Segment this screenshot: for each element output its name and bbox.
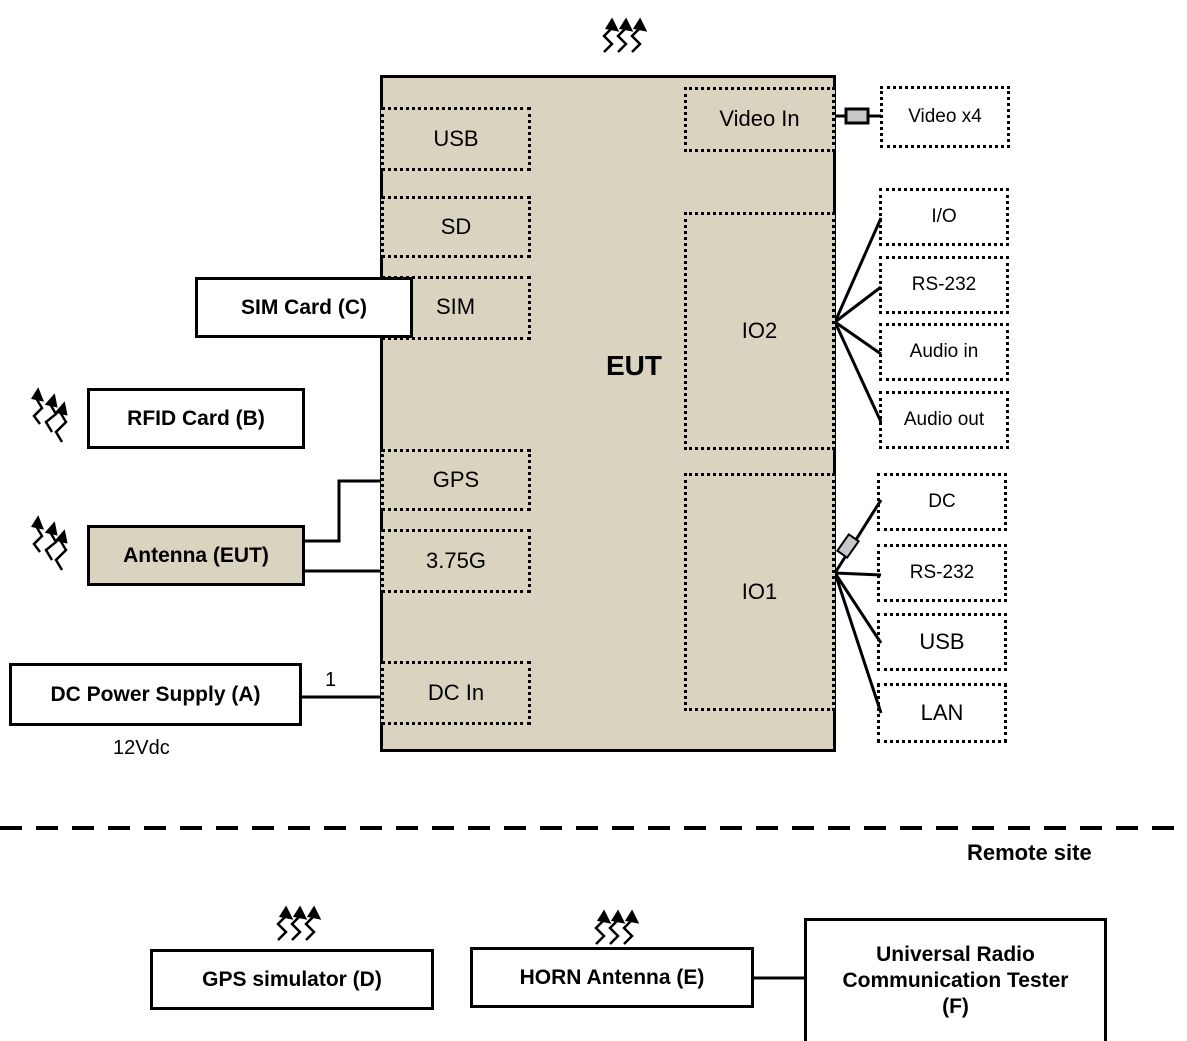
power-rating-label: 12Vdc xyxy=(113,737,170,759)
horn-antenna-box: HORN Antenna (E) xyxy=(470,947,754,1008)
eut-label: EUT xyxy=(606,350,662,381)
radio-tester-box: Universal Radio Communication Tester (F) xyxy=(804,918,1107,1041)
io1-device-lan: LAN xyxy=(877,683,1007,743)
eut-port-video-in: Video In xyxy=(684,87,835,152)
io2-device-rs232: RS-232 xyxy=(879,256,1009,314)
antenna-eut-box: Antenna (EUT) xyxy=(87,525,305,586)
eut-port-3-75g: 3.75G xyxy=(381,529,531,593)
radio-tester-line-3: (F) xyxy=(942,995,969,1019)
gps-simulator-box: GPS simulator (D) xyxy=(150,949,434,1010)
radio-tester-line-2: Communication Tester xyxy=(842,968,1069,992)
rfid-card-box: RFID Card (B) xyxy=(87,388,305,449)
remote-site-label: Remote site xyxy=(967,840,1092,865)
video-x4-box: Video x4 xyxy=(880,86,1010,148)
io1-fanout-cables xyxy=(833,499,883,714)
eut-port-dc-in: DC In xyxy=(381,661,531,725)
wireless-icon-antenna xyxy=(31,515,68,571)
video-cable xyxy=(835,107,881,125)
io1-device-rs232: RS-232 xyxy=(877,544,1007,602)
io1-device-dc: DC xyxy=(877,473,1007,531)
eut-port-io1: IO1 xyxy=(684,473,835,711)
dc-power-supply-box: DC Power Supply (A) xyxy=(9,663,302,726)
wireless-icon-horn xyxy=(594,909,640,945)
radio-tester-line-1: Universal Radio xyxy=(876,942,1035,966)
io2-device-audio-out: Audio out xyxy=(879,391,1009,449)
sim-card-box: SIM Card (C) xyxy=(195,277,413,338)
wireless-icon-gps-sim xyxy=(276,905,322,941)
power-cable-number: 1 xyxy=(325,669,337,691)
io2-device-io: I/O xyxy=(879,188,1009,246)
io2-fanout-cables xyxy=(833,217,883,423)
wireless-icon-top xyxy=(602,17,648,53)
wireless-icon-rfid xyxy=(31,387,68,443)
io1-device-usb: USB xyxy=(877,613,1007,671)
eut-port-gps: GPS xyxy=(381,449,531,511)
ferrite-core xyxy=(835,532,861,560)
eut-port-usb: USB xyxy=(381,107,531,171)
antenna-cables xyxy=(304,479,380,573)
eut-port-io2: IO2 xyxy=(684,212,835,450)
io2-device-audio-in: Audio in xyxy=(879,323,1009,381)
eut-port-sd: SD xyxy=(381,196,531,258)
